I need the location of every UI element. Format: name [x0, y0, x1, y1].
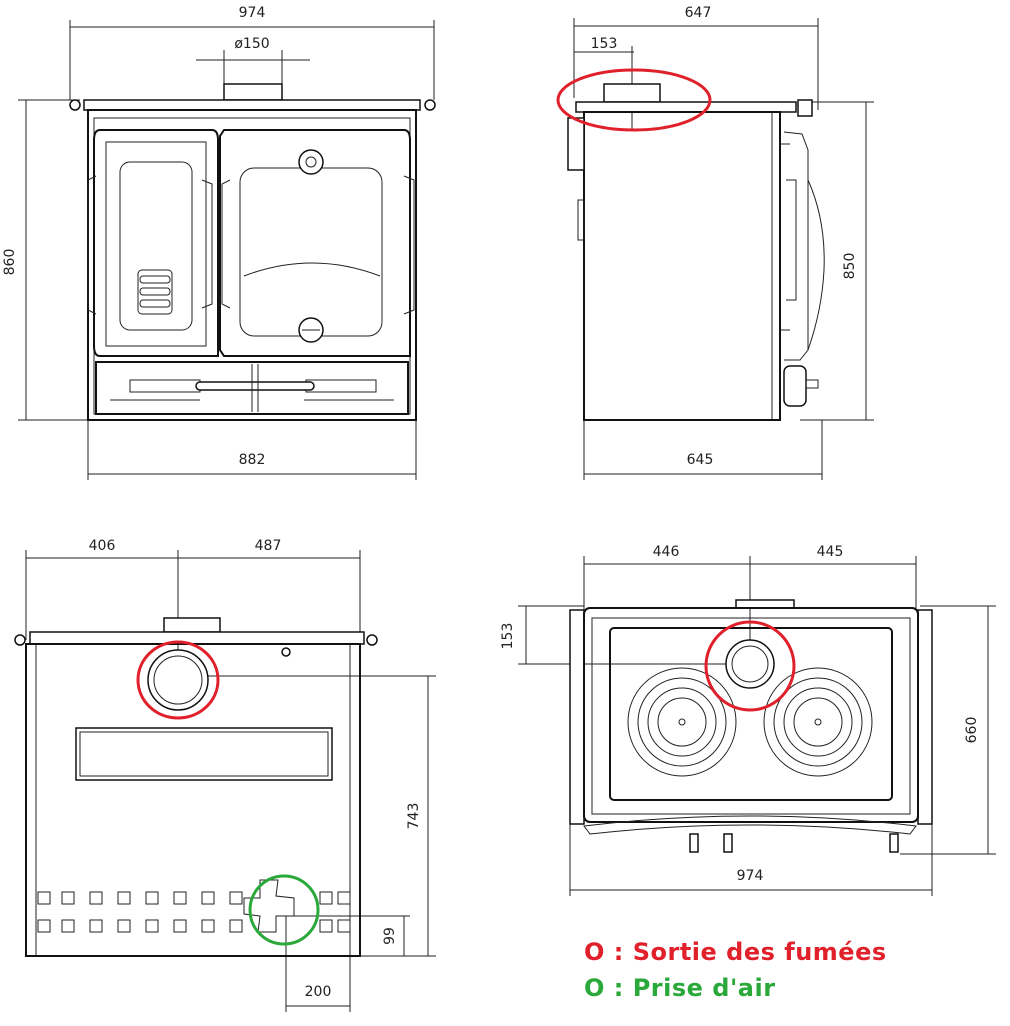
front-width-bottom: 882 [239, 452, 266, 468]
top-depth: 660 [964, 717, 980, 744]
rear-air-height: 99 [382, 927, 398, 945]
legend-flue-text: O : Sortie des fumées [584, 938, 887, 966]
rear-left: 406 [89, 538, 116, 554]
rear-right: 487 [255, 538, 282, 554]
side-depth-bottom: 645 [687, 452, 714, 468]
rear-flue-highlight [136, 640, 220, 720]
rear-air-highlight [248, 874, 320, 946]
front-view: 974 ø150 860 882 [2, 5, 436, 480]
legend-air-text: O : Prise d'air [584, 974, 776, 1002]
top-left: 446 [653, 544, 680, 560]
side-height: 850 [842, 253, 858, 280]
side-depth: 647 [685, 5, 712, 21]
top-flue-highlight [704, 620, 796, 712]
rear-air-offset: 200 [305, 984, 332, 1000]
front-flue-diameter: ø150 [234, 36, 269, 52]
top-view: 446 445 153 660 974 [500, 544, 996, 896]
rear-vent-holes [37, 891, 351, 933]
rear-view: 406 487 743 99 200 [14, 538, 436, 1012]
legend-flue-outlet: O : Sortie des fumées [584, 938, 887, 966]
legend-air-intake: O : Prise d'air [584, 974, 776, 1002]
side-flue-highlight [556, 68, 712, 132]
top-width: 974 [737, 868, 764, 884]
side-view: 647 153 850 645 [556, 5, 874, 480]
rear-flue-height: 743 [406, 803, 422, 830]
front-height: 860 [2, 249, 18, 276]
front-width-top: 974 [239, 5, 266, 21]
side-flue-offset: 153 [591, 36, 618, 52]
top-flue-offset: 153 [500, 623, 516, 650]
top-right: 445 [817, 544, 844, 560]
